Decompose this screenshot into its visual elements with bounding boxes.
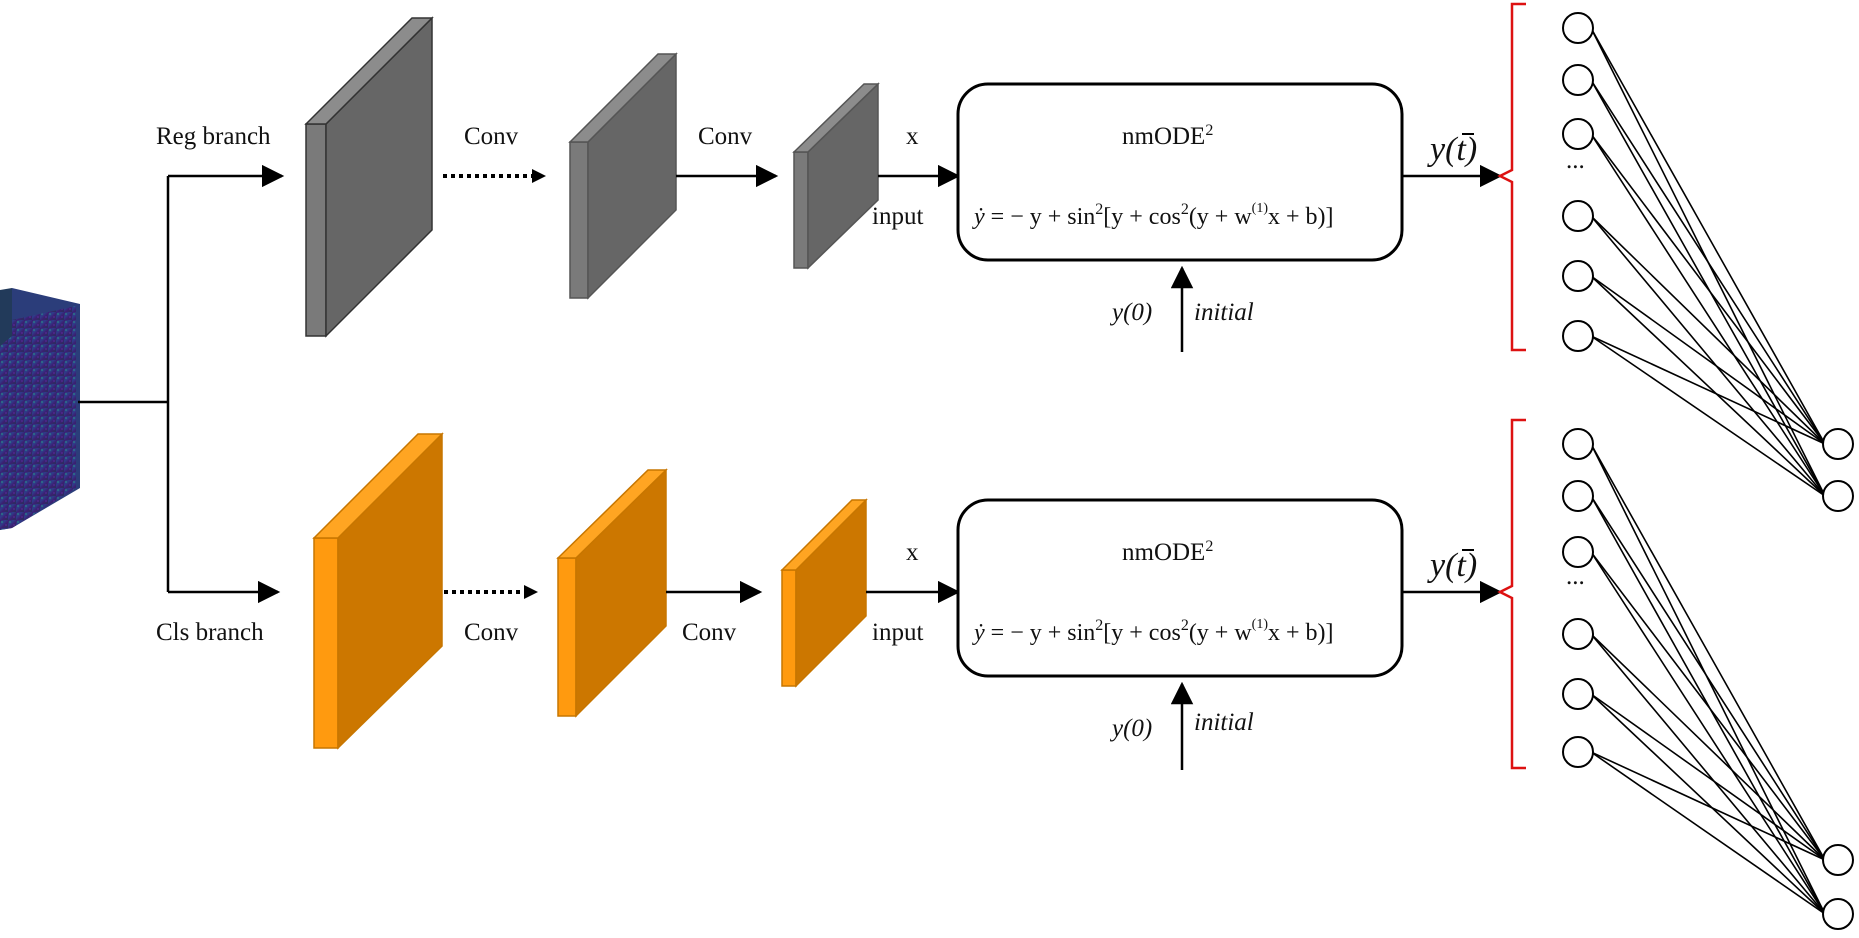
cls-connection bbox=[1590, 693, 1826, 915]
reg-connection bbox=[1590, 215, 1826, 445]
reg-connection bbox=[1590, 133, 1826, 445]
reg-output-node bbox=[1822, 480, 1854, 512]
cls-nmode-box: nmODE2 ẏ = − y + sin2[y + cos2(y + w(1)x… bbox=[956, 498, 1404, 678]
cls-connection bbox=[1590, 693, 1826, 861]
cls-input-label: input bbox=[872, 619, 923, 646]
reg-conv-label-2: Conv bbox=[698, 123, 753, 150]
cls-connection bbox=[1590, 751, 1826, 915]
reg-hidden-node bbox=[1562, 200, 1594, 232]
reg-feature-map-1 bbox=[304, 16, 434, 338]
cls-connection bbox=[1590, 443, 1826, 861]
reg-feature-map-3 bbox=[792, 82, 880, 270]
input-image bbox=[0, 288, 80, 530]
reg-neural-layer bbox=[1562, 12, 1854, 512]
reg-connection bbox=[1590, 133, 1826, 497]
reg-connection bbox=[1590, 335, 1826, 445]
reg-x-label: x bbox=[906, 123, 919, 150]
cls-feature-map-3 bbox=[780, 498, 868, 688]
cls-output-node bbox=[1822, 844, 1854, 876]
reg-branch-label: Reg branch bbox=[156, 123, 271, 150]
cls-initial-label: initial bbox=[1194, 709, 1254, 736]
reg-nmode-title: nmODE2 bbox=[1122, 122, 1213, 150]
cls-connection bbox=[1590, 633, 1826, 915]
cls-neural-layer bbox=[1562, 428, 1854, 930]
reg-initial-label: initial bbox=[1194, 299, 1254, 326]
cls-connection bbox=[1590, 633, 1826, 861]
reg-output-brace bbox=[1497, 2, 1526, 352]
reg-connection bbox=[1590, 335, 1826, 497]
cls-output-brace bbox=[1497, 418, 1526, 770]
reg-output-label: y(t) bbox=[1427, 131, 1477, 168]
cls-nmode-title: nmODE2 bbox=[1122, 538, 1213, 566]
cls-hidden-node bbox=[1562, 678, 1594, 710]
reg-connection bbox=[1590, 275, 1826, 445]
reg-nmode-box: nmODE2 ẏ = − y + sin2[y + cos2(y + w(1)x… bbox=[956, 82, 1404, 262]
reg-ellipsis: ... bbox=[1566, 147, 1585, 174]
cls-hidden-node bbox=[1562, 428, 1594, 460]
reg-nmode-equation: ẏ = − y + sin2[y + cos2(y + w(1)x + b)] bbox=[972, 201, 1334, 230]
cls-connection bbox=[1590, 495, 1826, 861]
reg-connection bbox=[1590, 215, 1826, 497]
cls-hidden-node bbox=[1562, 536, 1594, 568]
reg-hidden-node bbox=[1562, 64, 1594, 96]
cls-x-label: x bbox=[906, 539, 919, 566]
cls-connection bbox=[1590, 551, 1826, 915]
reg-y0-label: y(0) bbox=[1109, 299, 1152, 326]
cls-output-label: y(t) bbox=[1427, 547, 1477, 584]
cls-y0-label: y(0) bbox=[1109, 715, 1152, 742]
cls-hidden-node bbox=[1562, 736, 1594, 768]
cls-hidden-node bbox=[1562, 480, 1594, 512]
cls-nmode-equation: ẏ = − y + sin2[y + cos2(y + w(1)x + b)] bbox=[972, 617, 1334, 646]
cls-connection bbox=[1590, 551, 1826, 861]
reg-hidden-node bbox=[1562, 12, 1594, 44]
branch-splitter bbox=[78, 164, 285, 604]
reg-input-label: input bbox=[872, 203, 923, 230]
cls-connection bbox=[1590, 751, 1826, 861]
reg-conv-label-1: Conv bbox=[464, 123, 519, 150]
reg-feature-map-2 bbox=[568, 52, 678, 300]
cls-hidden-node bbox=[1562, 618, 1594, 650]
cls-output-node bbox=[1822, 898, 1854, 930]
cls-feature-map-2 bbox=[556, 468, 668, 718]
cls-feature-map-1 bbox=[312, 432, 444, 750]
reg-hidden-node bbox=[1562, 118, 1594, 150]
reg-connection bbox=[1590, 27, 1826, 445]
cls-ellipsis: ... bbox=[1566, 563, 1585, 590]
reg-connection bbox=[1590, 79, 1826, 445]
cls-conv-label-1: Conv bbox=[464, 619, 519, 646]
reg-hidden-node bbox=[1562, 320, 1594, 352]
cls-branch-label: Cls branch bbox=[156, 619, 264, 646]
cls-conv-label-2: Conv bbox=[682, 619, 737, 646]
reg-connection bbox=[1590, 275, 1826, 497]
reg-hidden-node bbox=[1562, 260, 1594, 292]
reg-output-node bbox=[1822, 428, 1854, 460]
